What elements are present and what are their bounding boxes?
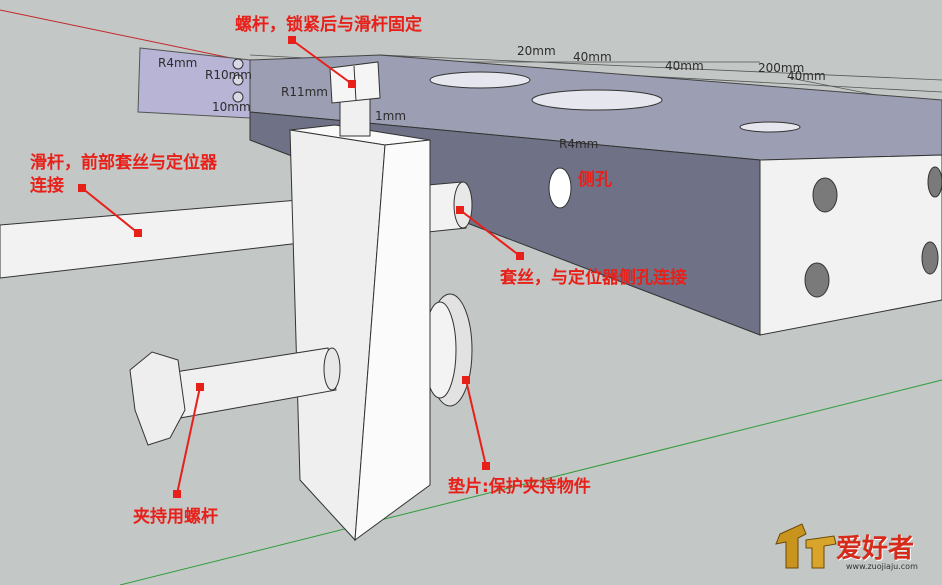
dimension-label: 1mm bbox=[375, 109, 407, 123]
annotation-slide-rod-line2: 连接 bbox=[30, 176, 64, 196]
dimension-label: 40mm bbox=[665, 59, 704, 73]
plate-hole bbox=[232, 91, 244, 103]
dimension-label: R4mm bbox=[158, 56, 198, 70]
plate-hole bbox=[232, 58, 244, 70]
dimension-label: R11mm bbox=[281, 85, 328, 99]
top-hole bbox=[739, 121, 801, 133]
dimension-label: R10mm bbox=[205, 68, 252, 82]
dimension-label: 200mm bbox=[758, 61, 805, 75]
plate-hole bbox=[232, 74, 244, 86]
side-hole bbox=[548, 167, 572, 209]
end-hole bbox=[921, 241, 939, 275]
clamp-screw-head bbox=[129, 351, 186, 446]
green-axis-line bbox=[119, 379, 942, 585]
dimension-label: 10mm bbox=[212, 100, 251, 114]
top-hole bbox=[429, 71, 531, 89]
end-hole bbox=[812, 177, 838, 213]
top-screw-shaft bbox=[339, 95, 371, 137]
annotation-washer: 垫片:保护夹持物件 bbox=[448, 477, 591, 497]
slide-rod bbox=[0, 197, 327, 279]
dimension-label: 20mm bbox=[517, 44, 556, 58]
red-axis-line bbox=[0, 9, 251, 63]
annotation-thread: 套丝，与定位器侧孔连接 bbox=[500, 268, 687, 288]
end-hole bbox=[927, 166, 942, 198]
dimension-label: R4mm bbox=[559, 137, 599, 151]
top-hole bbox=[531, 89, 663, 111]
end-hole bbox=[804, 262, 830, 298]
threaded-rod-end bbox=[453, 181, 473, 229]
dimension-label: 40mm bbox=[787, 69, 826, 83]
watermark-url: www.zuojiaju.com bbox=[846, 562, 918, 571]
annotation-top-screw: 螺杆，锁紧后与滑杆固定 bbox=[235, 15, 422, 35]
positioner-side bbox=[354, 139, 431, 542]
annotation-clamp-screw: 夹持用螺杆 bbox=[133, 507, 218, 527]
block-end-face bbox=[759, 154, 942, 336]
dimension-label: 40mm bbox=[573, 50, 612, 64]
annotation-side-hole: 侧孔 bbox=[578, 170, 612, 190]
watermark-brand: 爱好者 bbox=[836, 534, 915, 564]
annotation-slide-rod-line1: 滑杆，前部套丝与定位器 bbox=[30, 153, 217, 173]
leader-lines bbox=[78, 36, 524, 498]
watermark-logo-icon bbox=[775, 523, 837, 569]
